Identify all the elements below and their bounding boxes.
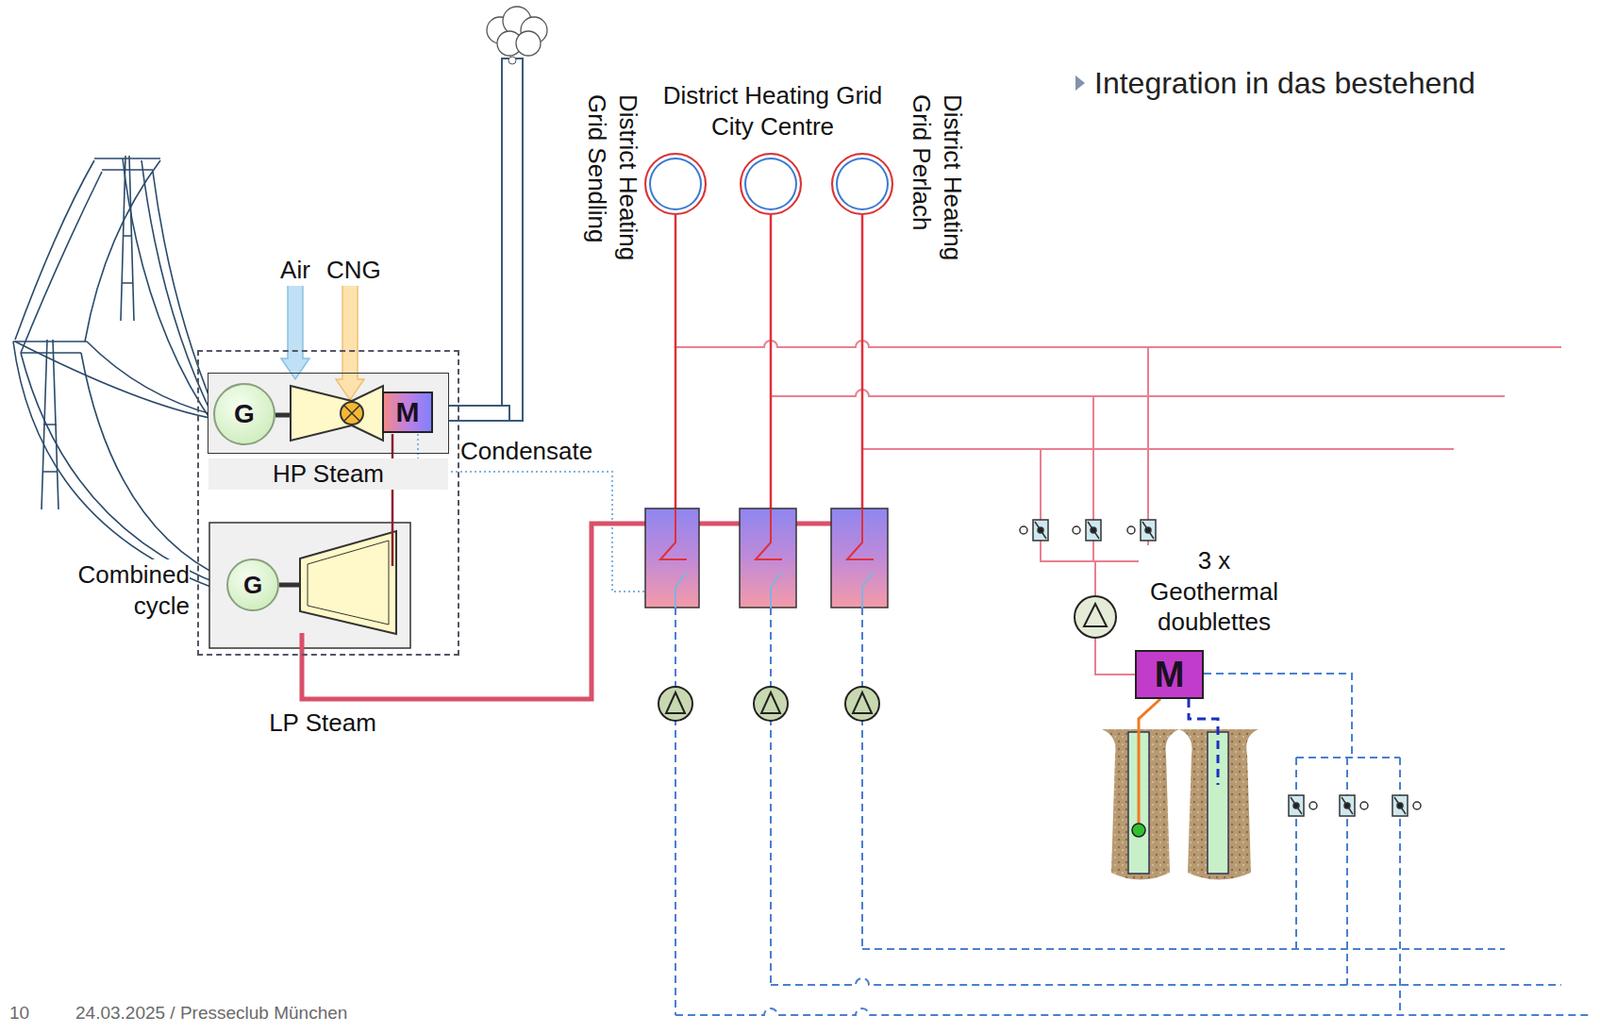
input-label: Air: [271, 254, 319, 286]
grid-label: District Heating Grid City Centre: [650, 80, 896, 142]
group-label: Combined cycle: [57, 559, 190, 621]
lp-box: [209, 522, 411, 649]
air-arrow: [281, 283, 310, 380]
power-pylons: [13, 155, 227, 593]
supply-extensions: [1040, 347, 1562, 450]
steam-turbine: [279, 531, 397, 634]
pipe-label: LP Steam: [256, 707, 389, 739]
district-heating-grid: District Heating Grid Perlach: [831, 152, 894, 216]
bullet-text: Integration in das bestehend: [1094, 64, 1585, 102]
return-pipes: [675, 607, 1592, 1016]
footer-text: 24.03.2025 / Presseclub München: [75, 1001, 472, 1025]
circulation-pumps: [658, 686, 880, 721]
hp-steam-line: [391, 433, 395, 567]
geothermal-pump: [1074, 596, 1117, 638]
symbol-letter: G: [243, 572, 263, 598]
district-heating-grid: District Heating Grid Sendling: [644, 152, 707, 216]
chimney: [433, 6, 548, 421]
district-heating-grid: District Heating Grid City Centre: [739, 152, 802, 216]
bullet: [1075, 75, 1085, 91]
combined-cycle-box: Combined cycleHP SteamGMG: [197, 350, 460, 656]
input-label: CNG: [326, 254, 374, 286]
supply-pipes: [675, 215, 863, 509]
equipment-label: 3 x Geothermal doublettes: [1138, 545, 1290, 638]
symbol-letter: M: [396, 398, 420, 427]
pipe-label: Condensate: [460, 435, 612, 467]
page-number: 10: [9, 1001, 48, 1025]
hp-box-fill: [207, 372, 450, 454]
cng-arrow: [335, 283, 365, 400]
symbol-letter: G: [233, 400, 255, 428]
gas-turbine: [275, 385, 384, 441]
generator-circle: G: [226, 558, 280, 612]
condensate-line: [417, 433, 646, 592]
geothermal-wells: [1101, 699, 1259, 881]
geothermal-exchanger: M: [1134, 650, 1204, 700]
symbol-letter: M: [1154, 656, 1185, 693]
box-label: HP Steam: [208, 458, 449, 490]
heat-exchangers: [645, 508, 888, 608]
hrsg-exchanger: M: [382, 391, 434, 434]
supply-connector: [862, 215, 1135, 675]
grid-label: District Heating Grid Perlach: [906, 94, 968, 300]
generator-circle: G: [213, 383, 276, 446]
grid-label: District Heating Grid Sendling: [582, 94, 644, 300]
hp-steam-box: HP SteamGM: [207, 372, 450, 454]
